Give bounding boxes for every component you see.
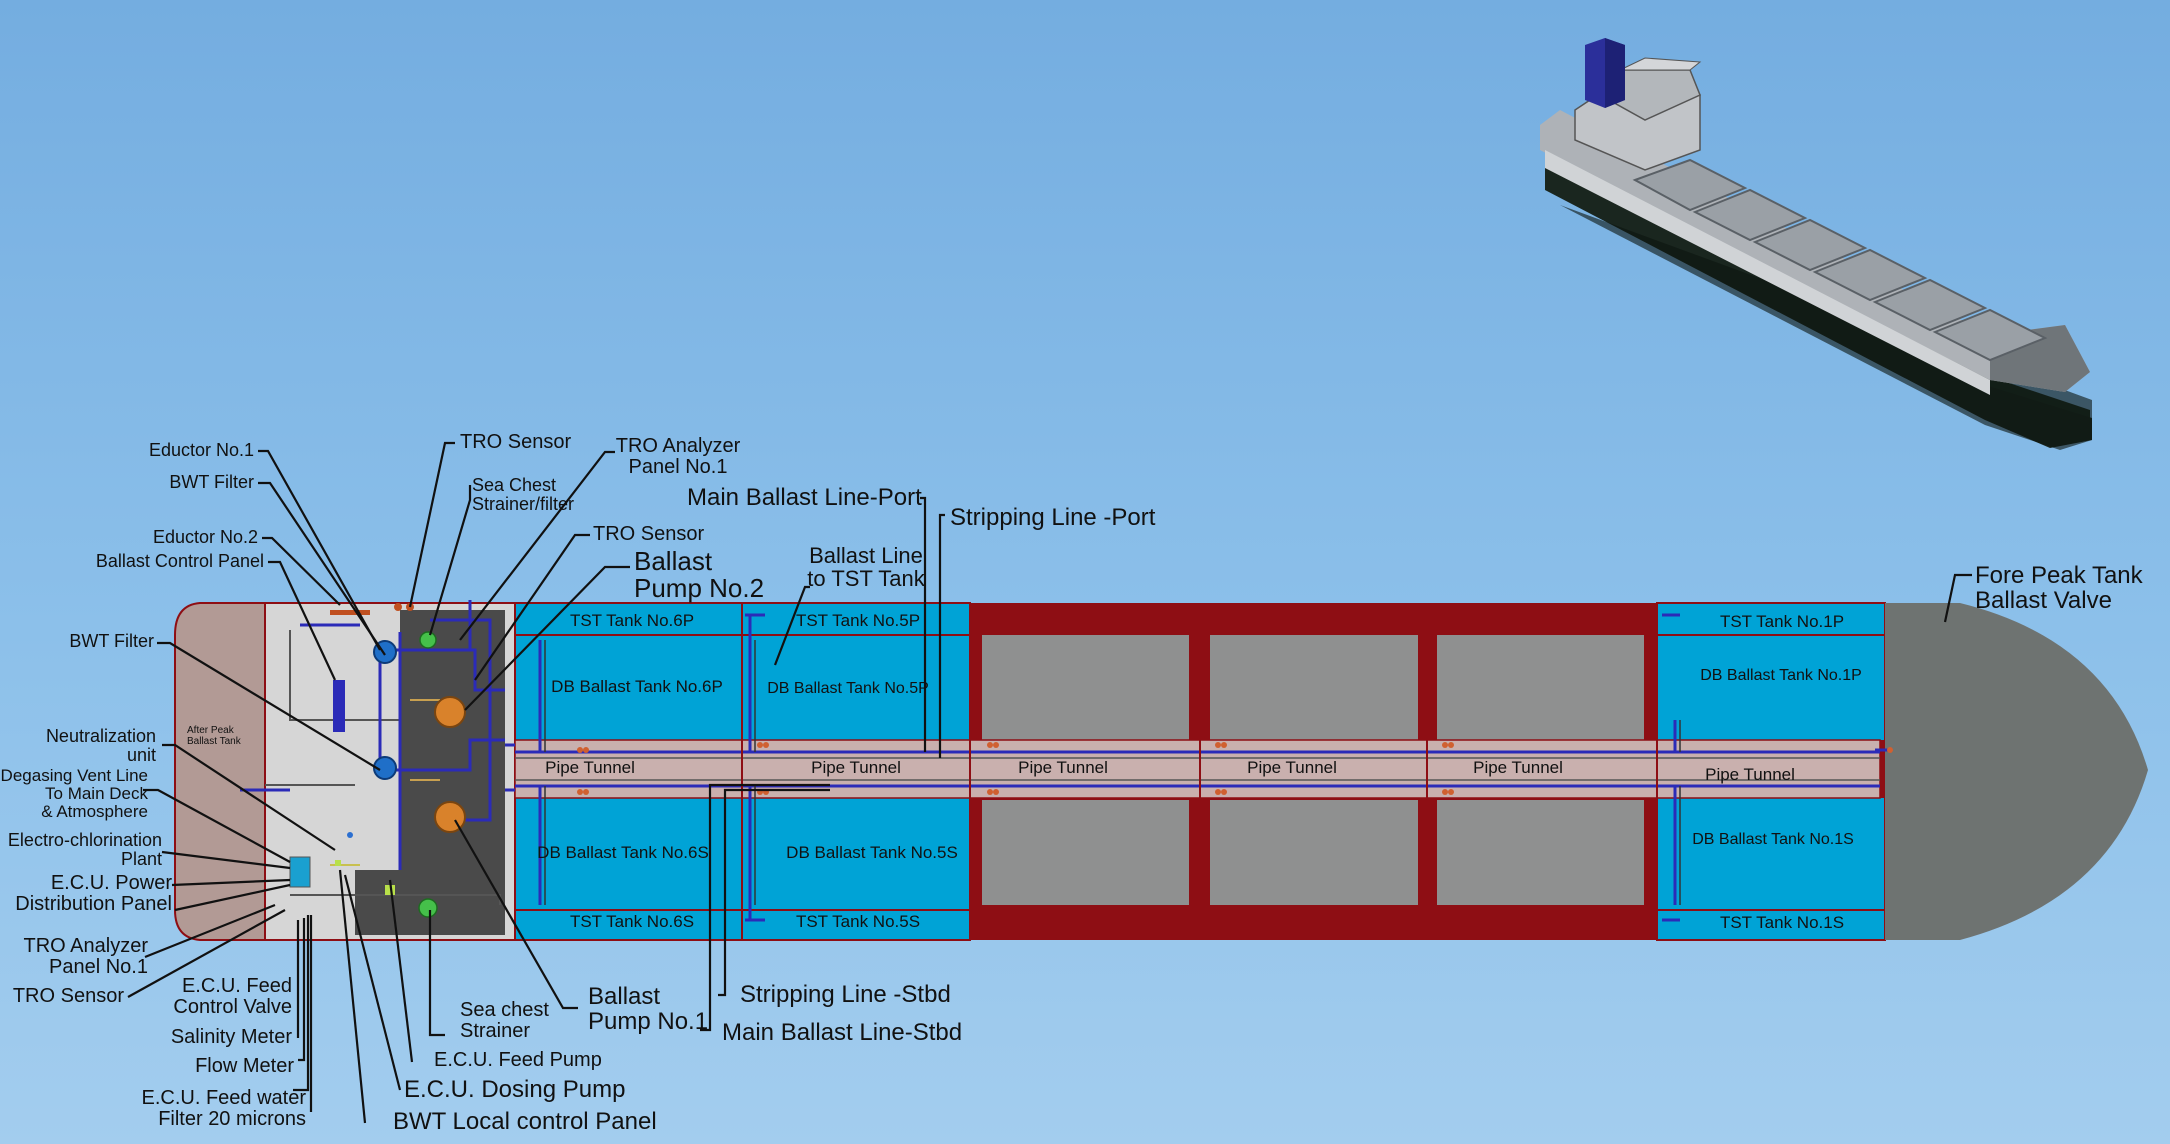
tro-sensor-bottom-label: TRO Sensor [12, 985, 124, 1007]
tunnel-partitions [741, 740, 1658, 798]
callout-leaders [127, 441, 1972, 1124]
db-ballast-1s-label: DB Ballast Tank No.1S [1692, 831, 1854, 848]
sea-chest-strainer-top-label: Sea Chest Strainer/filter [472, 476, 574, 514]
ecu-feed-filter-line2: Filter 20 microns [158, 1108, 306, 1130]
tro-analyzer-bottom-label: TRO Analyzer Panel No.1 [0, 936, 148, 978]
ballast-control-panel-label: Ballast Control Panel [95, 551, 264, 571]
db-ballast-1p-label: DB Ballast Tank No.1P [1700, 667, 1862, 684]
main-ballast-stbd-label: Main Ballast Line-Stbd [722, 1019, 963, 1046]
bwt-filter-top-label: BWT Filter [169, 472, 254, 492]
db-ballast-5p-label: DB Ballast Tank No.5P [767, 680, 929, 697]
eductor-no1-label: Eductor No.1 [148, 440, 254, 460]
tro-analyzer-top-line2: Panel No.1 [628, 456, 728, 478]
tro-sensor-top-label: TRO Sensor [460, 431, 572, 453]
sea-chest-strainer-bottom-label: Sea chest Strainer [460, 1000, 549, 1042]
sea-chest-bottom-line1: Sea chest [460, 999, 549, 1021]
fore-peak-valve-label: Fore Peak Tank Ballast Valve [1975, 562, 2143, 615]
sea-chest-strainer-bottom [418, 898, 438, 918]
electro-line2: Plant [120, 848, 162, 869]
line-valves [577, 742, 1893, 795]
pipe-tunnel-label: Pipe Tunnel [545, 758, 635, 777]
ecu-power-panel-label: E.C.U. Power Distribution Panel [0, 873, 172, 915]
neutralization-unit-label: Neutralization unit [20, 727, 156, 765]
pipe-tunnel-label: Pipe Tunnel [1018, 758, 1108, 777]
db-ballast-6p-label: DB Ballast Tank No.6P [551, 677, 723, 696]
bwt-filter-mid-label: BWT Filter [69, 631, 154, 651]
tro-sensor-mid-label: TRO Sensor [593, 523, 705, 545]
after-peak-line2: Ballast Tank [187, 736, 241, 747]
tro-analyzer-bottom-line2: Panel No.1 [49, 956, 148, 978]
tst-tank-6s-label: TST Tank No.6S [569, 912, 695, 931]
after-peak-line1: After Peak [187, 725, 234, 736]
ecu-feed-filter-line1: E.C.U. Feed water [141, 1087, 306, 1109]
ballast-pump-no1-label: Ballast Pump No.1 [588, 983, 709, 1036]
bwt-local-panel-label: BWT Local control Panel [393, 1108, 657, 1135]
tst-tank-1s-label: TST Tank No.1S [1719, 913, 1845, 932]
ballast-pump-no2-line2: Pump No.2 [634, 573, 765, 604]
electro-line1: Electro-chlorination [7, 830, 162, 850]
main-ballast-port-label: Main Ballast Line-Port [687, 484, 922, 511]
ship-3d-view [1540, 38, 2092, 450]
ecu-dosing-pump-label: E.C.U. Dosing Pump [404, 1076, 626, 1103]
ballast-pump-no2-label: Ballast Pump No.2 [634, 546, 765, 604]
pipe-tunnel-label: Pipe Tunnel [811, 758, 901, 777]
electro-chlorination-plant [289, 856, 311, 888]
tro-analyzer-bottom-line1: TRO Analyzer [23, 935, 148, 957]
ecu-power-line1: E.C.U. Power [50, 872, 172, 894]
bow [1885, 603, 2148, 940]
ecu-feed-water-filter-label: E.C.U. Feed water Filter 20 microns [100, 1088, 306, 1130]
stripping-stbd-label: Stripping Line -Stbd [740, 981, 951, 1008]
eductor-no2-label: Eductor No.2 [152, 527, 258, 547]
degasing-vent-label: Degasing Vent Line To Main Deck & Atmosp… [0, 767, 148, 821]
ecu-feed-cv-line1: E.C.U. Feed [181, 975, 292, 997]
sea-chest-strainer-top [419, 631, 437, 649]
ballast-pump-no2-line1: Ballast [634, 546, 713, 576]
sea-chest-top-line2: Strainer/filter [472, 493, 575, 514]
flow-meter-label: Flow Meter [195, 1055, 294, 1077]
tro-analyzer-top-line1: TRO Analyzer [615, 435, 741, 457]
sea-chest-bottom-line2: Strainer [460, 1020, 531, 1042]
ecu-feed-pump-label: E.C.U. Feed Pump [434, 1049, 602, 1071]
ballast-line-tst-line2: to TST Tank [807, 566, 925, 592]
pipe-tunnel-label: Pipe Tunnel [1247, 758, 1337, 777]
hatch-covers [1632, 158, 2048, 362]
tst-tank-5p-label: TST Tank No.5P [795, 611, 921, 630]
cargo-holds [982, 635, 1644, 905]
degasing-line3: & Atmosphere [41, 801, 148, 821]
ship-plan [174, 600, 2148, 941]
ecu-feed-control-valve-label: E.C.U. Feed Control Valve [140, 976, 292, 1018]
fore-peak-line2: Ballast Valve [1975, 587, 2112, 615]
stripping-port-label: Stripping Line -Port [950, 504, 1156, 531]
ballast-line-tst-line1: Ballast Line [809, 543, 923, 568]
degasing-line2: To Main Deck [45, 783, 148, 803]
tst-tank-6p-label: TST Tank No.6P [569, 611, 695, 630]
db-ballast-5s-label: DB Ballast Tank No.5S [786, 843, 958, 862]
ballast-pump-no2 [434, 696, 466, 728]
sea-chest-top-line1: Sea Chest [472, 475, 557, 495]
pipe-tunnel-label: Pipe Tunnel [1705, 765, 1795, 784]
tst-tank-5s-label: TST Tank No.5S [795, 912, 921, 931]
ballast-pump-no1-line2: Pump No.1 [588, 1008, 709, 1036]
tro-analyzer-top-label: TRO Analyzer Panel No.1 [608, 436, 748, 478]
ballast-line-tst-label: Ballast Line to TST Tank [806, 544, 926, 590]
after-peak-tank-label: After Peak Ballast Tank [187, 725, 241, 747]
eductor-no2 [373, 756, 397, 780]
pump-room [355, 610, 505, 935]
neutralization-unit-line1: Neutralization [45, 726, 156, 746]
ecu-power-line2: Distribution Panel [15, 893, 172, 915]
ballast-pump-no1-line1: Ballast [588, 983, 661, 1010]
neutralization-unit-line2: unit [126, 744, 156, 765]
tst-tank-1p-label: TST Tank No.1P [1719, 612, 1845, 631]
salinity-meter-label: Salinity Meter [170, 1026, 292, 1048]
ballast-control-panel [333, 680, 345, 732]
pipe-tunnel-label: Pipe Tunnel [1473, 758, 1563, 777]
ecu-feed-cv-line2: Control Valve [173, 996, 292, 1018]
db-ballast-6s-label: DB Ballast Tank No.6S [537, 843, 709, 862]
electro-chlorination-label: Electro-chlorination Plant [0, 831, 162, 869]
fore-peak-line1: Fore Peak Tank [1975, 562, 2143, 589]
degasing-line1: Degasing Vent Line [0, 766, 148, 785]
